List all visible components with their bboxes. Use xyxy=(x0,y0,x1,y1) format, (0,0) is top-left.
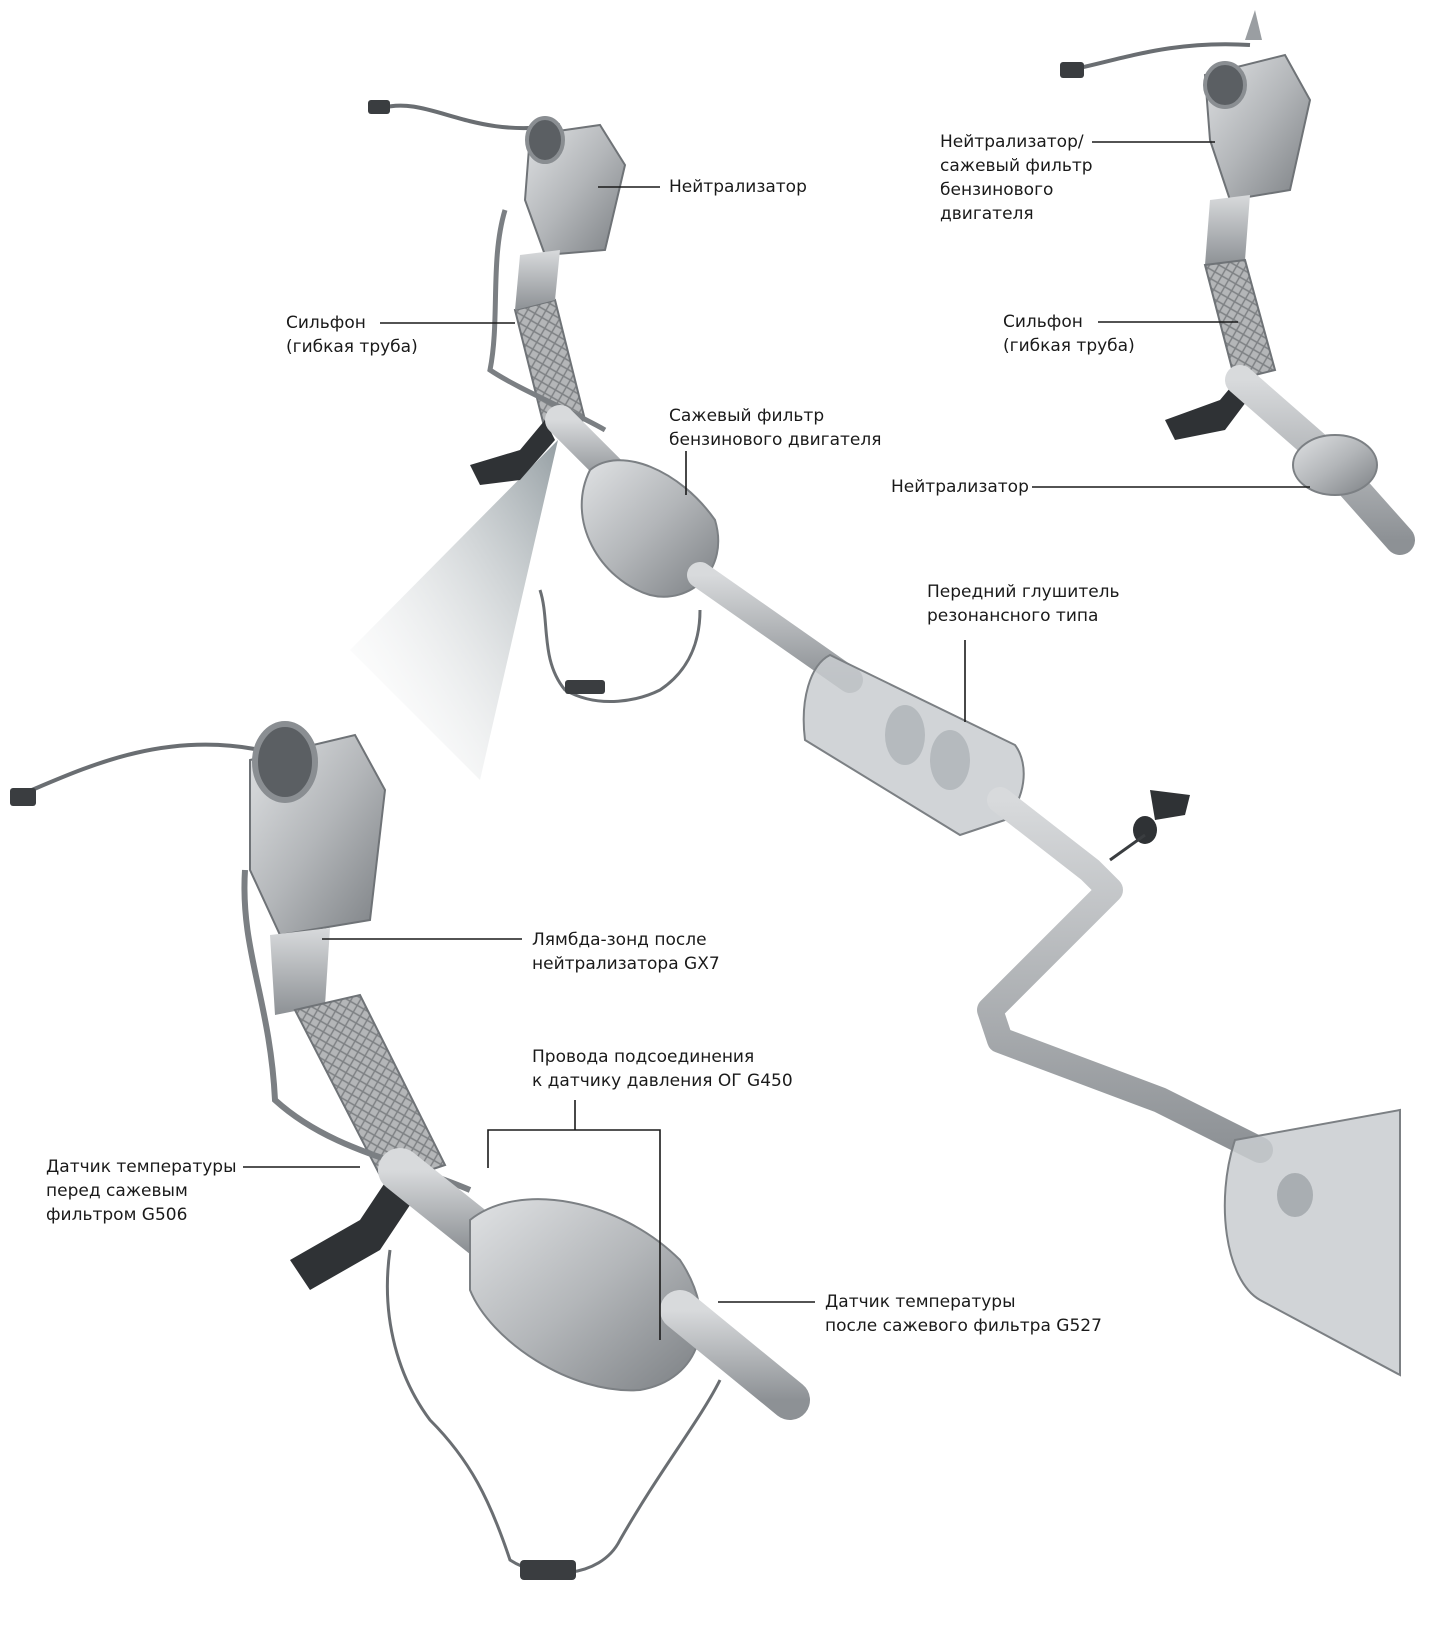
label-lambda-probe: Лямбда-зонд после нейтрализатора GX7 xyxy=(532,928,720,976)
label-catalyst-top: Нейтрализатор xyxy=(669,175,807,199)
label-gpf-main: Сажевый фильтр бензинового двигателя xyxy=(669,404,881,452)
label-catalyst-inset: Нейтрализатор xyxy=(891,475,1029,499)
label-pressure-lines: Провода подсоединения к датчику давления… xyxy=(532,1045,793,1093)
label-temp-after: Датчик температуры после сажевого фильтр… xyxy=(825,1290,1102,1338)
enlarged-detail-assembly xyxy=(10,724,790,1580)
magnification-cone xyxy=(350,440,558,780)
inset-exhaust-assembly xyxy=(1060,10,1400,540)
label-temp-before: Датчик температуры перед сажевым фильтро… xyxy=(46,1155,237,1227)
label-muffler: Передний глушитель резонансного типа xyxy=(927,580,1120,628)
label-bellows-main: Сильфон (гибкая труба) xyxy=(286,311,418,359)
label-bellows-inset: Сильфон (гибкая труба) xyxy=(1003,310,1135,358)
label-gpf-catalyst-inset: Нейтрализатор/ сажевый фильтр бензиновог… xyxy=(940,130,1093,226)
